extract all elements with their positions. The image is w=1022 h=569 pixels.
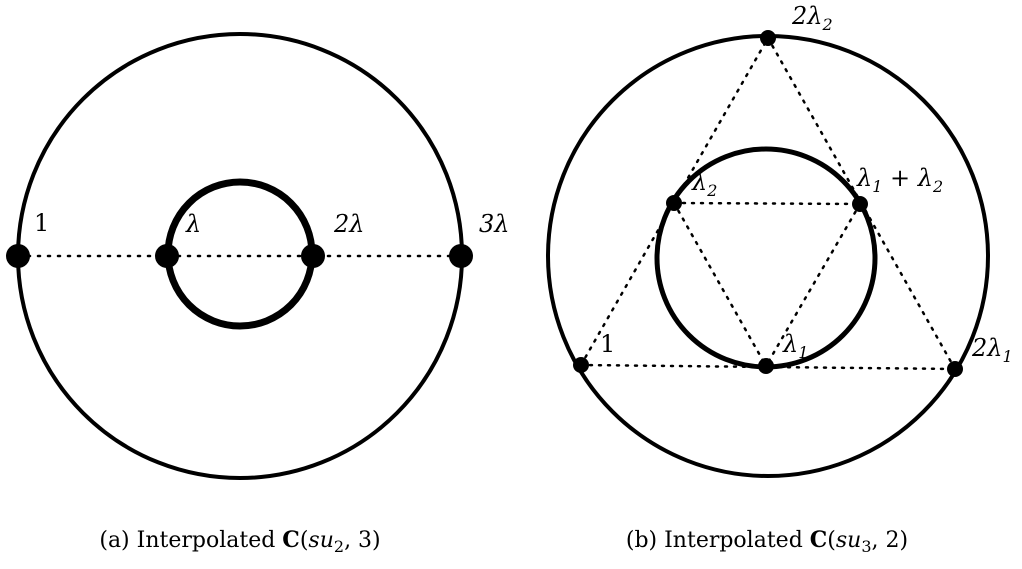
point-b3 [947, 361, 963, 377]
inner-circle-b [654, 146, 878, 370]
figure-a: 1 λ 2λ 3λ [6, 32, 509, 480]
label-a3: 2λ [333, 210, 364, 238]
outer-circle-b [546, 34, 990, 478]
point-b1 [573, 357, 589, 373]
label-b4: λ2 [691, 168, 717, 200]
caption-a: (a) Interpolated C(su2, 3) [99, 527, 380, 556]
figure-b: 1 λ1 2λ1 λ2 λ1 + λ2 2λ2 [546, 2, 1013, 478]
point-b4 [666, 195, 682, 211]
point-a1 [6, 244, 30, 268]
inner-circle-a [164, 178, 316, 330]
caption-b: (b) Interpolated C(su3, 2) [626, 527, 908, 556]
point-a2 [155, 244, 179, 268]
label-b6: 2λ2 [791, 2, 833, 34]
point-b5 [852, 196, 868, 212]
dotted-lattice [579, 36, 957, 371]
label-a1: 1 [34, 209, 49, 237]
point-b2 [758, 358, 774, 374]
label-b2: λ1 [782, 330, 808, 362]
point-a3 [301, 244, 325, 268]
label-b3: 2λ1 [971, 334, 1013, 366]
point-b6 [760, 30, 776, 46]
point-a4 [449, 244, 473, 268]
label-a2: λ [185, 210, 201, 238]
label-b1: 1 [600, 330, 615, 358]
label-a4: 3λ [479, 210, 509, 238]
label-b5: λ1 + λ2 [856, 164, 943, 196]
